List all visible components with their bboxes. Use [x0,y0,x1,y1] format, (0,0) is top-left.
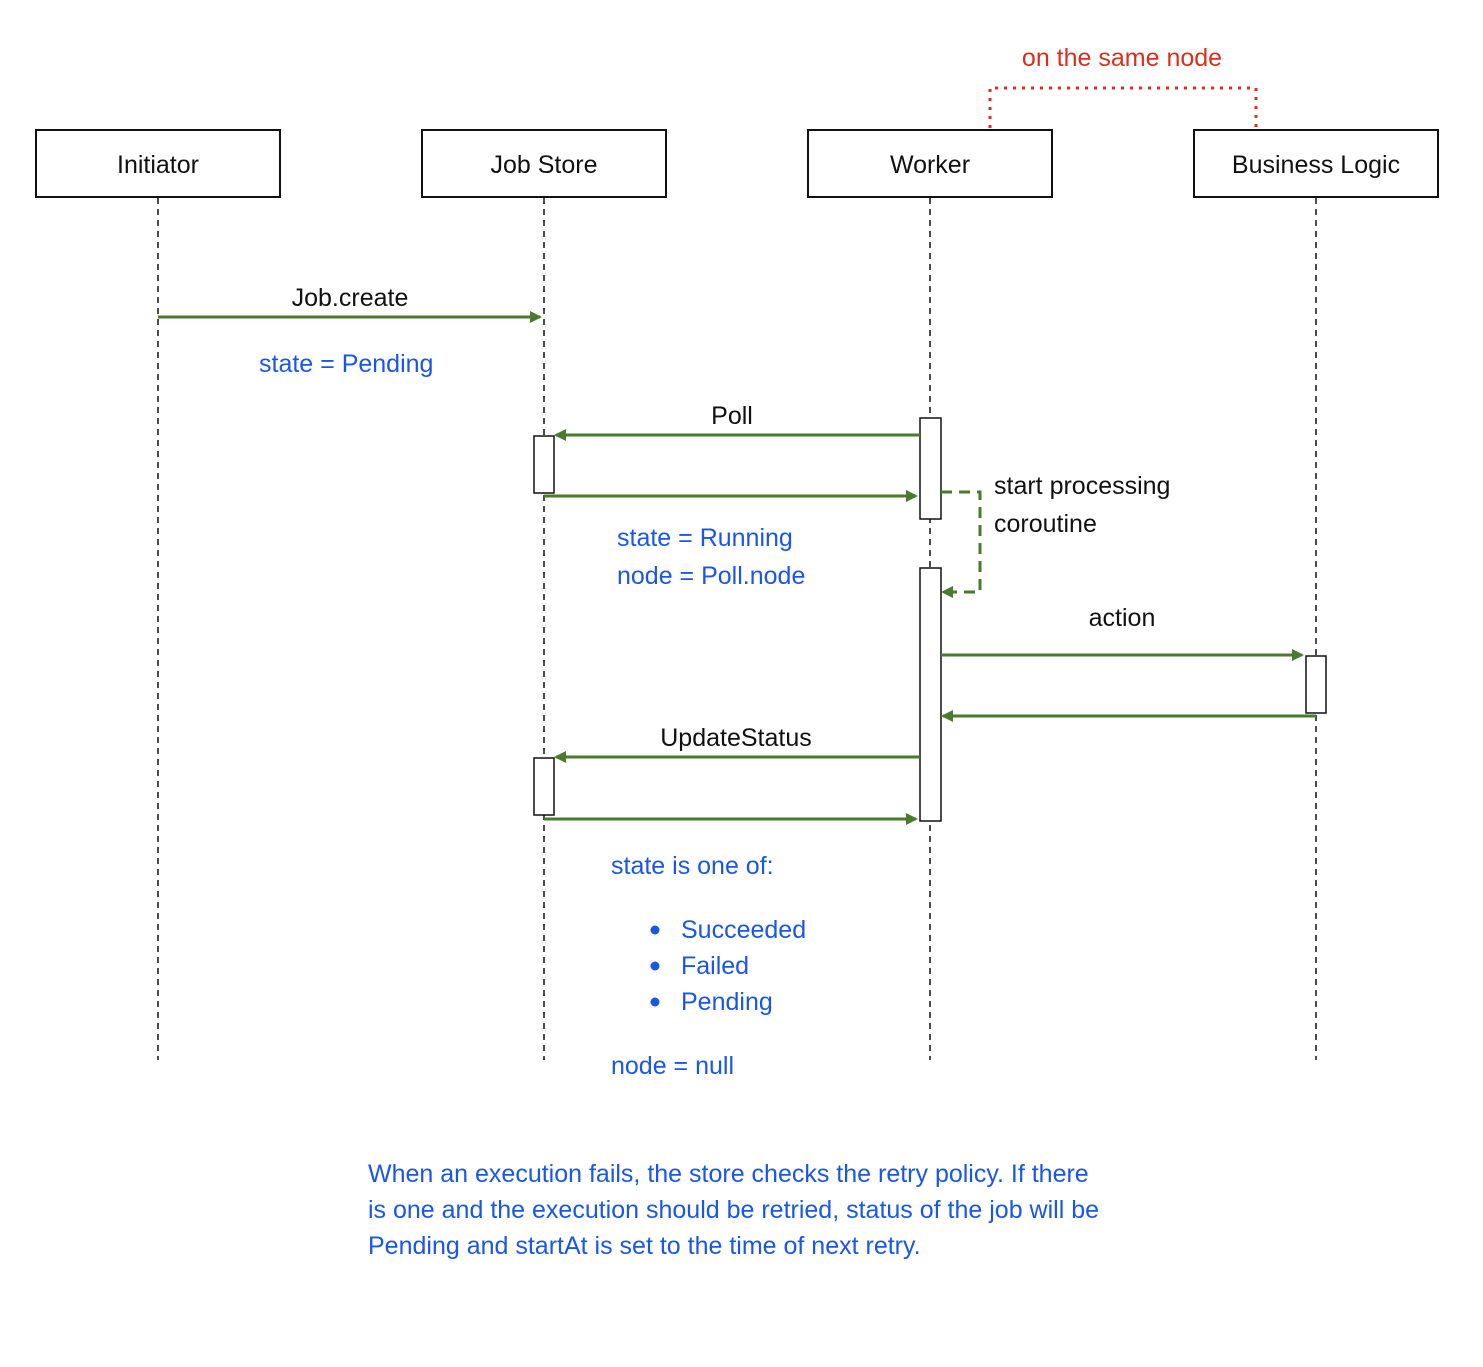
participant-business-logic: Business Logic [1193,129,1439,198]
activation-worker-poll [919,417,942,520]
note-state-pending: state = Pending [259,350,433,378]
note-state-one-of: state is one of: [611,852,774,880]
activation-job-store-poll [533,435,555,494]
bullet-icon [650,997,660,1007]
bullet-icon [650,961,660,971]
message-start-processing-line1: start processing [994,472,1170,500]
arrow-start-processing [941,490,982,598]
note-node-null: node = null [611,1052,734,1080]
participant-label: Initiator [117,151,199,179]
message-poll: Poll [711,402,753,430]
state-option: Failed [681,952,749,980]
participant-label: Business Logic [1232,151,1400,179]
message-update-status: UpdateStatus [660,724,812,752]
state-option: Pending [681,988,773,1016]
message-action: action [1089,604,1156,632]
same-node-label: on the same node [1022,44,1222,72]
participant-worker: Worker [807,129,1053,198]
participant-label: Worker [890,151,970,179]
state-option: Succeeded [681,916,806,944]
retry-policy-note: When an execution fails, the store check… [368,1160,1100,1260]
message-job-create: Job.create [292,284,409,312]
same-node-bracket [988,86,1258,128]
activation-job-store-update [533,757,555,816]
participant-job-store: Job Store [421,129,667,198]
activation-business-logic [1305,655,1327,714]
note-state-running: state = Running [617,524,793,552]
note-node-poll: node = Poll.node [617,562,805,590]
activation-worker-coroutine [919,567,942,822]
participant-initiator: Initiator [35,129,281,198]
message-start-processing-line2: coroutine [994,510,1097,538]
participant-label: Job Store [490,151,597,179]
bullet-icon [650,925,660,935]
